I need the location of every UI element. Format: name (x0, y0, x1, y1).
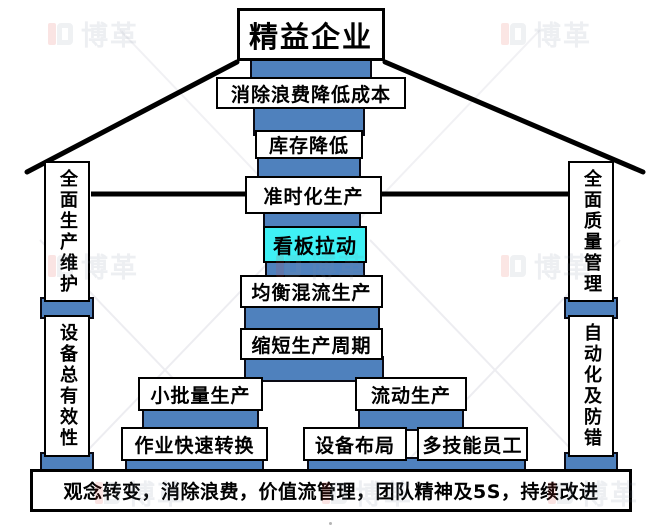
box-eliminate-waste-reduce-cost: 消除浪费降低成本 (216, 77, 406, 109)
pillar-jidoka: 自动化及防错 (568, 315, 614, 457)
box-quick-changeover: 作业快速转换 (121, 427, 268, 461)
pillar-oee: 设备总有效性 (44, 315, 90, 457)
pillar-tqm-label: 全面质量管理 (581, 168, 602, 295)
box-shorten-production-cycle: 缩短生产周期 (240, 328, 383, 360)
foundation-bar: 观念转变，消除浪费，价值流管理，团队精神及5S，持续改进 (30, 469, 632, 512)
box-equipment-layout: 设备布局 (303, 427, 407, 461)
box-inventory-reduction: 库存降低 (255, 130, 363, 159)
box-leveled-mixed-flow: 均衡混流生产 (240, 275, 383, 308)
box-multi-skilled-workers: 多技能员工 (417, 427, 528, 461)
pillar-oee-label: 设备总有效性 (57, 323, 78, 449)
box-kanban-pull: 看板拉动 (263, 226, 367, 263)
box-jit-production: 准时化生产 (245, 176, 382, 214)
pillar-tpm: 全面生产维护 (44, 161, 90, 302)
pillar-jidoka-label: 自动化及防错 (581, 323, 602, 449)
box-lean-enterprise: 精益企业 (237, 8, 385, 61)
box-small-batch-production: 小批量生产 (138, 377, 263, 411)
box-flow-production: 流动生产 (355, 377, 467, 411)
artifact-dot (329, 522, 332, 525)
pillar-tpm-label: 全面生产维护 (57, 168, 78, 295)
pillar-tqm: 全面质量管理 (568, 161, 614, 302)
